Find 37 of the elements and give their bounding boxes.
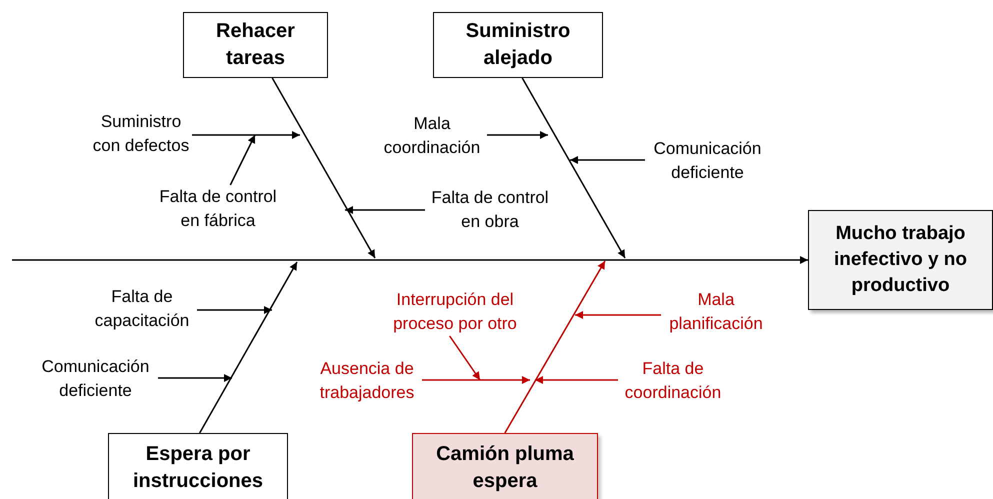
bone-arrow — [504, 260, 606, 434]
arrow — [422, 376, 530, 384]
box-text: Espera por instrucciones — [132, 442, 264, 494]
arrow — [535, 376, 618, 384]
arrow — [230, 134, 256, 186]
arrow — [487, 131, 548, 139]
cause-label: Falta de control en fábrica — [153, 185, 283, 233]
category-box — [433, 12, 603, 78]
cause-label: Suministro con defectos — [90, 110, 192, 158]
cause-label: Falta de control en obra — [425, 186, 555, 234]
arrow — [570, 156, 645, 164]
cause-label: Falta de capacitación — [87, 285, 197, 333]
category-box — [108, 433, 288, 499]
bone-arrow — [522, 78, 626, 258]
cause-label: Mala coordinación — [377, 112, 487, 160]
box-text: Rehacer tareas — [215, 19, 296, 71]
box-text: Mucho trabajo inefectivo y no productivo — [834, 222, 968, 298]
bone-arrow — [199, 262, 298, 434]
arrow — [158, 374, 232, 382]
arrow — [197, 306, 272, 314]
cause-label: Ausencia de trabajadores — [312, 357, 422, 405]
category-box — [183, 12, 328, 78]
effect-box — [808, 210, 993, 310]
arrow — [192, 131, 300, 139]
bone-arrow — [272, 78, 376, 258]
cause-label: Interrupción del proceso por otro — [385, 288, 525, 336]
arrow — [575, 311, 661, 319]
spine-arrow — [12, 256, 808, 264]
box-text: Suministro alejado — [464, 19, 572, 71]
box-text: Camión pluma espera — [435, 442, 575, 494]
category-box — [412, 433, 598, 499]
arrow — [449, 336, 481, 380]
cause-label: Comunicación deficiente — [33, 355, 158, 403]
arrow — [345, 206, 425, 214]
cause-label: Falta de coordinación — [618, 357, 728, 405]
cause-label: Mala planificación — [661, 288, 771, 336]
cause-label: Comunicación deficiente — [645, 137, 770, 185]
